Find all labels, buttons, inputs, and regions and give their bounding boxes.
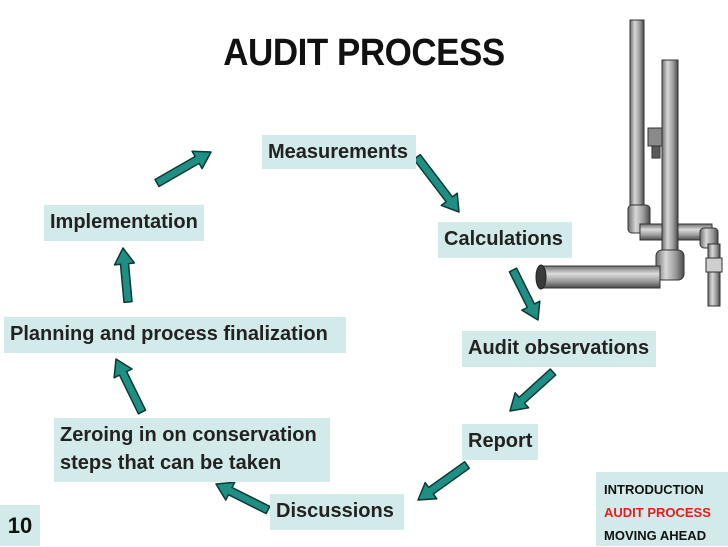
arrow-implementation-to-measurements bbox=[154, 150, 212, 188]
section-nav: INTRODUCTION AUDIT PROCESS MOVING AHEAD bbox=[596, 472, 728, 546]
arrow-measurements-to-calculations bbox=[413, 153, 460, 213]
step-zeroing-in-label-line1: Zeroing in on conservation bbox=[60, 424, 317, 446]
page-number: 10 bbox=[0, 505, 40, 546]
step-implementation-label: Implementation bbox=[50, 211, 198, 233]
step-implementation: Implementation bbox=[44, 205, 204, 241]
step-report-label: Report bbox=[468, 430, 533, 452]
step-zeroing-in-label-line2: steps that can be taken bbox=[60, 452, 282, 474]
step-discussions: Discussions bbox=[270, 494, 404, 530]
nav-item-moving-ahead[interactable]: MOVING AHEAD bbox=[604, 528, 707, 543]
arrow-discussions-to-zeroing-in bbox=[215, 481, 271, 515]
page-title: AUDIT PROCESS bbox=[223, 32, 505, 74]
step-calculations: Calculations bbox=[438, 222, 572, 258]
nav-item-audit-process[interactable]: AUDIT PROCESS bbox=[604, 505, 711, 520]
step-audit-observations: Audit observations bbox=[462, 331, 656, 367]
step-measurements: Measurements bbox=[262, 135, 416, 169]
arrow-calculations-to-audit-observations bbox=[508, 267, 541, 321]
step-calculations-label: Calculations bbox=[444, 228, 563, 250]
step-audit-observations-label: Audit observations bbox=[468, 337, 650, 359]
arrow-audit-observations-to-report bbox=[509, 368, 557, 412]
step-planning: Planning and process finalization bbox=[4, 317, 346, 353]
step-zeroing-in: Zeroing in on conservation steps that ca… bbox=[54, 418, 330, 482]
step-planning-label: Planning and process finalization bbox=[10, 323, 328, 345]
arrow-planning-to-implementation bbox=[113, 247, 136, 304]
arrow-zeroing-in-to-planning bbox=[113, 358, 147, 415]
nav-item-introduction[interactable]: INTRODUCTION bbox=[604, 482, 704, 497]
arrow-report-to-discussions bbox=[417, 460, 471, 501]
step-report: Report bbox=[462, 424, 538, 460]
step-discussions-label: Discussions bbox=[276, 500, 394, 522]
step-measurements-label: Measurements bbox=[268, 141, 409, 163]
